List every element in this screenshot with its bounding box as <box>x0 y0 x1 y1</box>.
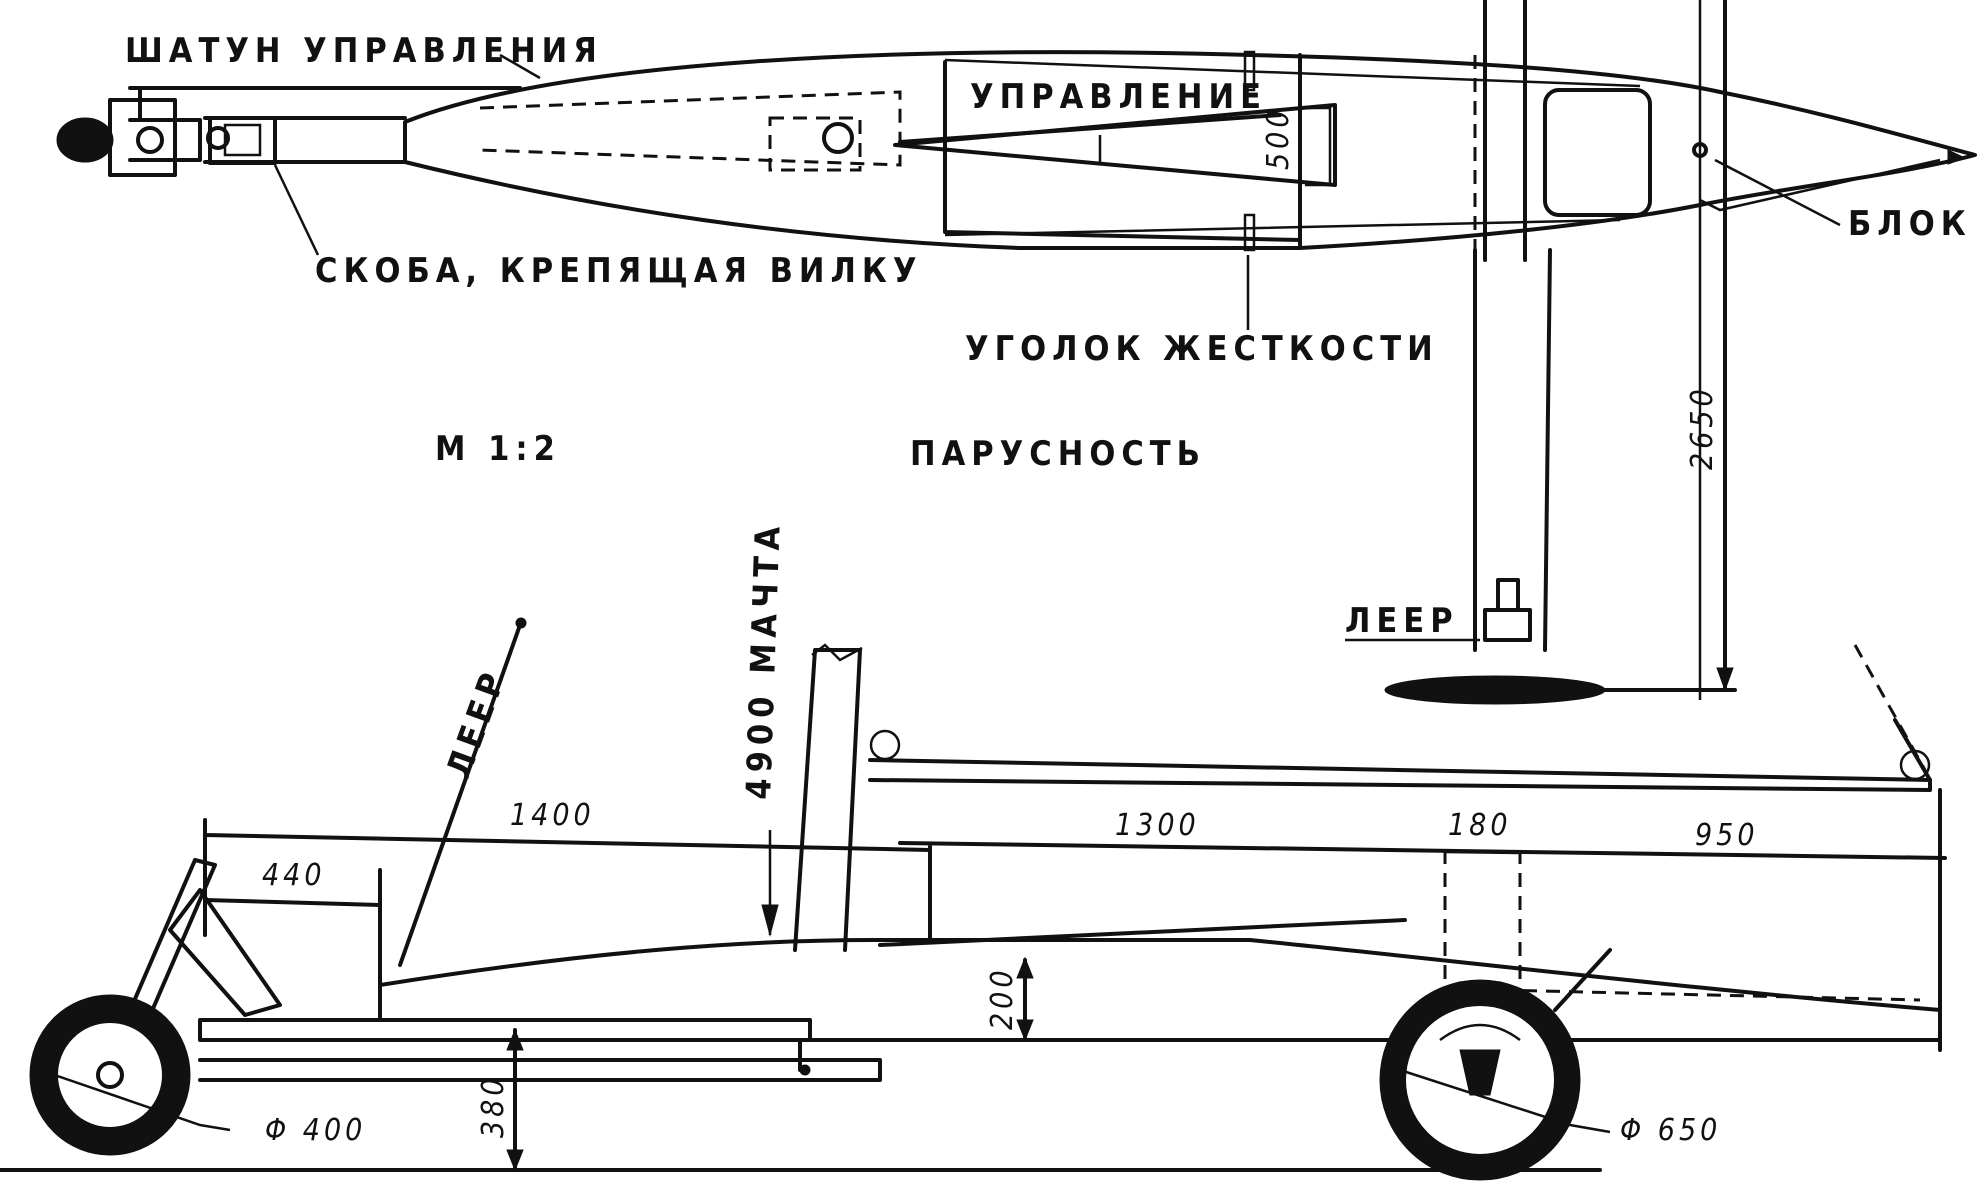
rear-wheel-dim-leader <box>1399 1068 1611 1134</box>
chassis-bolt <box>799 1064 811 1076</box>
front-wheel-inner <box>54 1019 166 1131</box>
label-mast: 4900 МАЧТА <box>739 520 789 800</box>
front-axle-top <box>136 126 164 154</box>
label-steering: УПРАВЛЕНИЕ <box>970 77 1267 117</box>
guy-rail-fitting <box>1483 608 1532 642</box>
block-arrow <box>1947 149 1967 165</box>
upper-boom <box>868 758 1932 792</box>
stern-hinge <box>1899 749 1931 781</box>
tiller-bar <box>898 113 1282 144</box>
dim-2650: 2650 <box>1685 385 1720 470</box>
block-point <box>1692 142 1708 158</box>
dim-180: 180 <box>1448 808 1512 843</box>
label-sail-area: ПАРУСНОСТЬ <box>910 434 1206 474</box>
cockpit-outline <box>943 60 1302 242</box>
dim-2650-arrow <box>1716 667 1734 692</box>
dim-180-line <box>1444 850 1521 855</box>
label-fork-bracket: СКОБА, КРЕПЯЩАЯ ВИЛКУ <box>315 251 923 291</box>
side-tiller <box>878 918 1407 947</box>
block-leader <box>1699 158 1941 227</box>
mast-top-break <box>811 643 863 662</box>
rear-axle-dashed <box>1443 850 1522 1010</box>
dim-200-arrows <box>1016 956 1034 1042</box>
fork-pivot-top <box>206 126 230 150</box>
sail-foot-wheel <box>1384 675 1606 705</box>
fork-bracket-inner <box>223 123 262 157</box>
dim-1400: 1400 <box>510 798 595 833</box>
dim-200: 200 <box>985 966 1020 1030</box>
text-layer: ШАТУН УПРАВЛЕНИЯ СКОБА, КРЕПЯЩАЯ ВИЛКУ У… <box>125 31 1972 1148</box>
dim-440-line <box>203 868 382 987</box>
dim-1300: 1300 <box>1115 808 1200 843</box>
dim-440: 440 <box>262 858 326 893</box>
dim-1300-line <box>898 841 1947 942</box>
seat-box <box>1543 88 1652 217</box>
dim-rear-wheel: Φ 650 <box>1620 1113 1721 1148</box>
sail-right-edge <box>1543 248 1552 652</box>
fork-bracket-side <box>168 888 282 1017</box>
top-hull-outline <box>403 50 1977 250</box>
hull-side <box>378 938 1942 1042</box>
mast-side <box>793 648 862 952</box>
label-control-rod: ШАТУН УПРАВЛЕНИЯ <box>125 31 603 71</box>
dim-front-wheel: Φ 400 <box>265 1113 366 1148</box>
rear-axle-arc <box>1439 1023 1521 1042</box>
front-fork-top <box>108 98 202 177</box>
front-boom <box>128 86 522 164</box>
guy-rail-side-top <box>515 617 527 629</box>
top-view <box>56 0 1977 700</box>
front-elevation <box>1345 0 1737 705</box>
stiffener-bottom <box>1243 213 1256 252</box>
guy-rail-post <box>1496 578 1520 612</box>
rear-strut <box>1553 948 1612 1012</box>
stiffener-top <box>1243 50 1256 92</box>
side-view <box>0 617 1947 1181</box>
label-block: БЛОК <box>1848 204 1972 244</box>
dim-500: 500 <box>1261 106 1296 170</box>
guy-rail-side-line <box>398 623 522 967</box>
mast-hole <box>822 122 854 154</box>
label-scale: М 1:2 <box>435 429 561 469</box>
dim-1400-line <box>203 818 932 937</box>
label-guy-rail-top: ЛЕЕР <box>1345 601 1459 641</box>
mast-step-dashed <box>479 55 1477 250</box>
rear-crossbar-dashed <box>1499 988 1921 1002</box>
leader-fork-bracket <box>273 164 320 256</box>
leader-control-rod <box>499 53 541 80</box>
front-plate-dashed <box>768 116 862 172</box>
chassis-frame <box>198 1018 882 1082</box>
mast-hinge <box>869 729 901 761</box>
front-axle-side <box>96 1061 124 1089</box>
tiller-bracket <box>1098 106 1332 187</box>
front-wheel-top <box>56 117 114 163</box>
dim-380-arrows <box>506 1028 524 1172</box>
rear-axle-block <box>1459 1049 1501 1096</box>
dim-380: 380 <box>476 1074 511 1138</box>
front-wheel-dim-leader <box>39 1068 231 1132</box>
dim-950: 950 <box>1695 818 1759 853</box>
label-stiffener: УГОЛОК ЖЕСТКОСТИ <box>965 329 1439 369</box>
dim-2650-line <box>1588 0 1737 692</box>
label-guy-rail-side: ЛЕЕР <box>439 663 515 783</box>
